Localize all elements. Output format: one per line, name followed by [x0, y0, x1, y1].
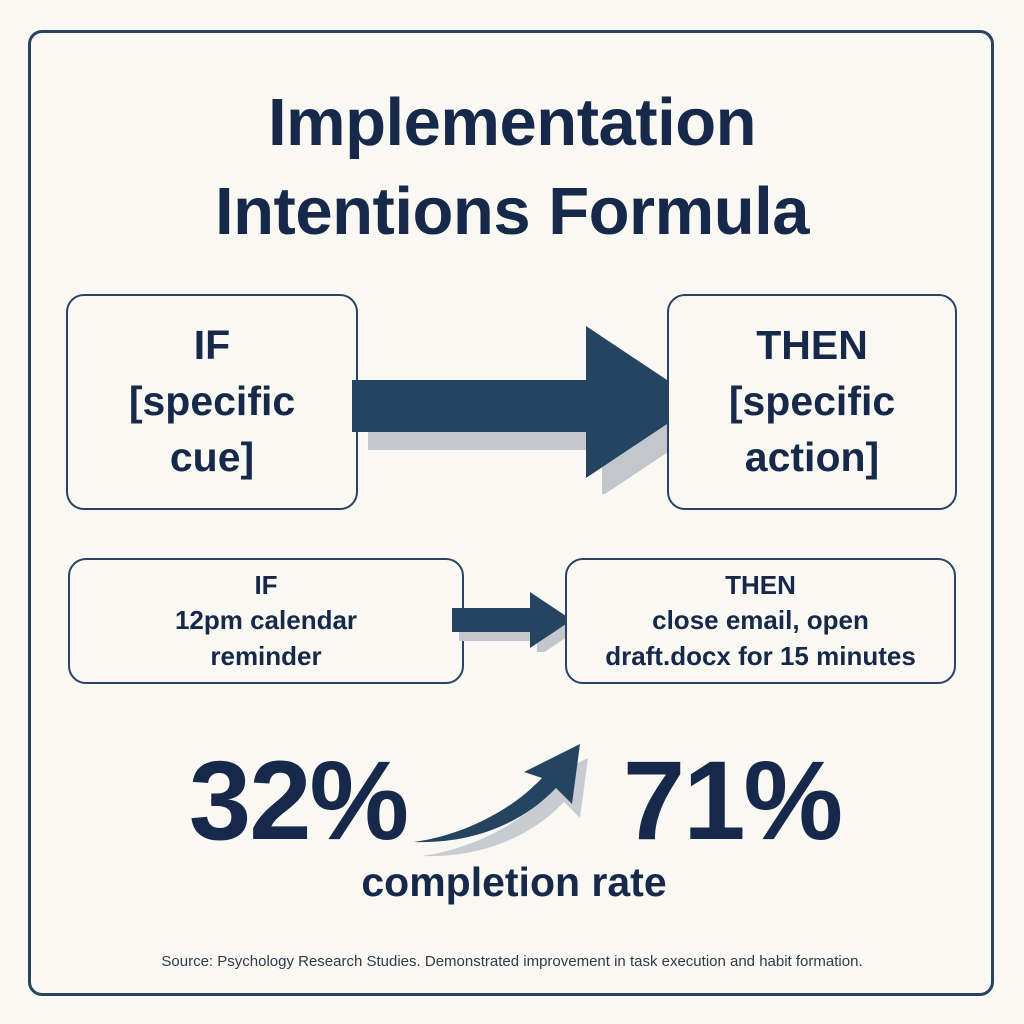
formula-if-box: IF [specific cue] — [66, 294, 358, 510]
right-block-arrow-small-icon — [452, 592, 576, 652]
page-title-line-2: Intentions Formula — [215, 174, 810, 250]
example-then-line-2: close email, open — [652, 605, 869, 636]
example-then-box: THEN close email, open draft.docx for 15… — [565, 558, 956, 684]
example-if-box: IF 12pm calendar reminder — [68, 558, 464, 684]
example-if-line-2: 12pm calendar — [174, 605, 358, 636]
page-title: Implementation Intentions Formula — [70, 78, 954, 256]
source-footer: Source: Psychology Research Studies. Dem… — [161, 953, 863, 970]
page-title-line-1: Implementation — [267, 85, 757, 160]
formula-if-line-1: IF — [193, 322, 231, 369]
example-then-line-3: draft.docx for 15 minutes — [605, 640, 916, 671]
formula-then-line-2: [specific — [728, 378, 896, 425]
curved-growth-arrow-icon — [414, 744, 588, 857]
formula-if-line-3: cue] — [169, 433, 255, 480]
formula-then-box: THEN [specific action] — [667, 294, 957, 510]
stat-after-value: 71% — [622, 738, 843, 863]
stat-caption: completion rate — [361, 859, 667, 905]
example-if-line-3: reminder — [210, 640, 322, 671]
right-block-arrow-icon — [352, 326, 706, 494]
example-then-line-1: THEN — [725, 570, 796, 601]
stat-before-value: 32% — [188, 738, 409, 863]
formula-then-line-1: THEN — [756, 322, 868, 369]
formula-if-line-2: [specific — [128, 378, 296, 425]
formula-then-line-3: action] — [744, 433, 880, 480]
example-if-line-1: IF — [254, 570, 278, 601]
